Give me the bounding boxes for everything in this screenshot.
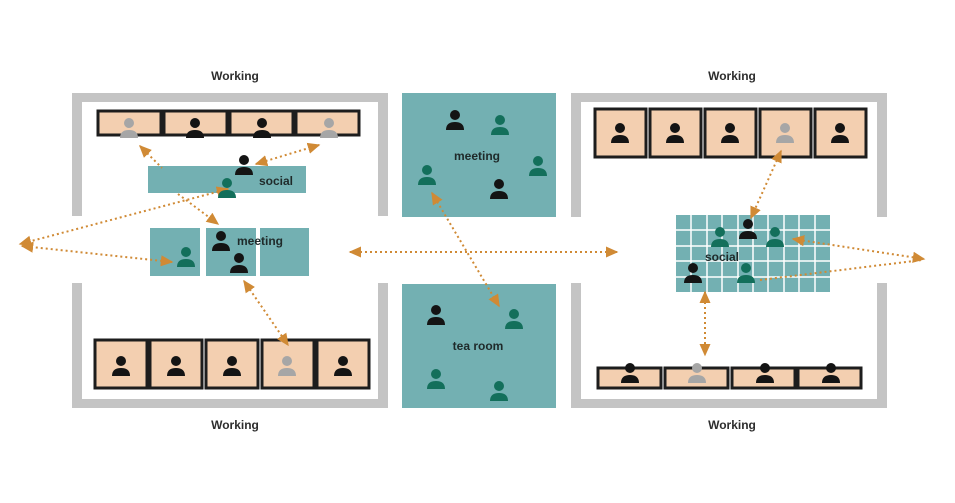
left-top-desk-row	[96, 109, 361, 137]
desk	[758, 107, 813, 159]
desk	[648, 107, 703, 159]
person-icon	[505, 309, 523, 329]
movement-arrows	[18, 142, 926, 357]
person-icon	[831, 123, 849, 143]
arrow-meeting-to-desk	[243, 279, 289, 347]
meeting-label-left: meeting	[237, 234, 283, 248]
right-office	[571, 93, 887, 408]
arrow-east-lower	[759, 259, 923, 281]
arrow-desk-to-social-right	[750, 149, 782, 220]
meeting-label-center: meeting	[454, 149, 500, 163]
person-icon	[491, 115, 509, 135]
person-icon	[529, 156, 547, 176]
person-icon	[418, 165, 436, 185]
person-icon	[822, 363, 840, 383]
tea-room-label: tea room	[453, 339, 504, 353]
person-icon	[223, 356, 241, 376]
person-icon	[739, 219, 757, 239]
person-icon	[167, 356, 185, 376]
arrow-west-upper	[18, 186, 230, 247]
person-icon	[756, 363, 774, 383]
working-label-bottom-right: Working	[708, 418, 756, 432]
person-icon	[278, 356, 296, 376]
person-icon	[446, 110, 464, 130]
right-office-walls	[571, 93, 887, 408]
person-icon	[776, 123, 794, 143]
person-icon	[611, 123, 629, 143]
person-icon	[737, 263, 755, 283]
person-icon	[621, 363, 639, 383]
left-bottom-desk-row	[93, 338, 371, 390]
meeting-area-left-1	[150, 228, 200, 276]
working-label-top-left: Working	[211, 69, 259, 83]
person-icon	[427, 369, 445, 389]
person-icon	[666, 123, 684, 143]
arrow-west-lower	[20, 241, 174, 267]
desk	[813, 107, 868, 159]
right-top-desk-row	[593, 107, 868, 159]
arrow-east-upper	[791, 235, 926, 263]
desk	[204, 338, 260, 390]
person-icon	[684, 263, 702, 283]
person-icon	[186, 118, 204, 138]
person-icon	[711, 227, 729, 247]
arrow-social-to-desk	[254, 142, 321, 167]
left-office-walls	[72, 93, 388, 408]
working-label-bottom-left: Working	[211, 418, 259, 432]
person-icon	[490, 381, 508, 401]
person-icon	[112, 356, 130, 376]
person-icon	[721, 123, 739, 143]
person-icon	[490, 179, 508, 199]
person-icon	[253, 118, 271, 138]
arrow-desk-to-social	[139, 145, 163, 169]
social-label-left: social	[259, 174, 293, 188]
social-label-right: social	[705, 250, 739, 264]
person-icon	[218, 178, 236, 198]
working-label-top-right: Working	[708, 69, 756, 83]
person-icon	[427, 305, 445, 325]
desk	[703, 107, 758, 159]
person-icon	[177, 247, 195, 267]
person-icon	[235, 155, 253, 175]
person-icon	[688, 363, 706, 383]
person-icon	[334, 356, 352, 376]
person-icon	[230, 253, 248, 273]
desk	[315, 338, 371, 390]
arrow-social-to-meeting	[177, 193, 220, 225]
right-bottom-desk-row	[596, 366, 863, 390]
person-icon	[766, 227, 784, 247]
desk	[593, 107, 648, 159]
person-icon	[120, 118, 138, 138]
person-icon	[212, 231, 230, 251]
arrow-meeting-to-tea-room	[431, 191, 500, 308]
people	[112, 110, 849, 401]
person-icon	[320, 118, 338, 138]
meeting-area-left-3	[260, 228, 309, 276]
